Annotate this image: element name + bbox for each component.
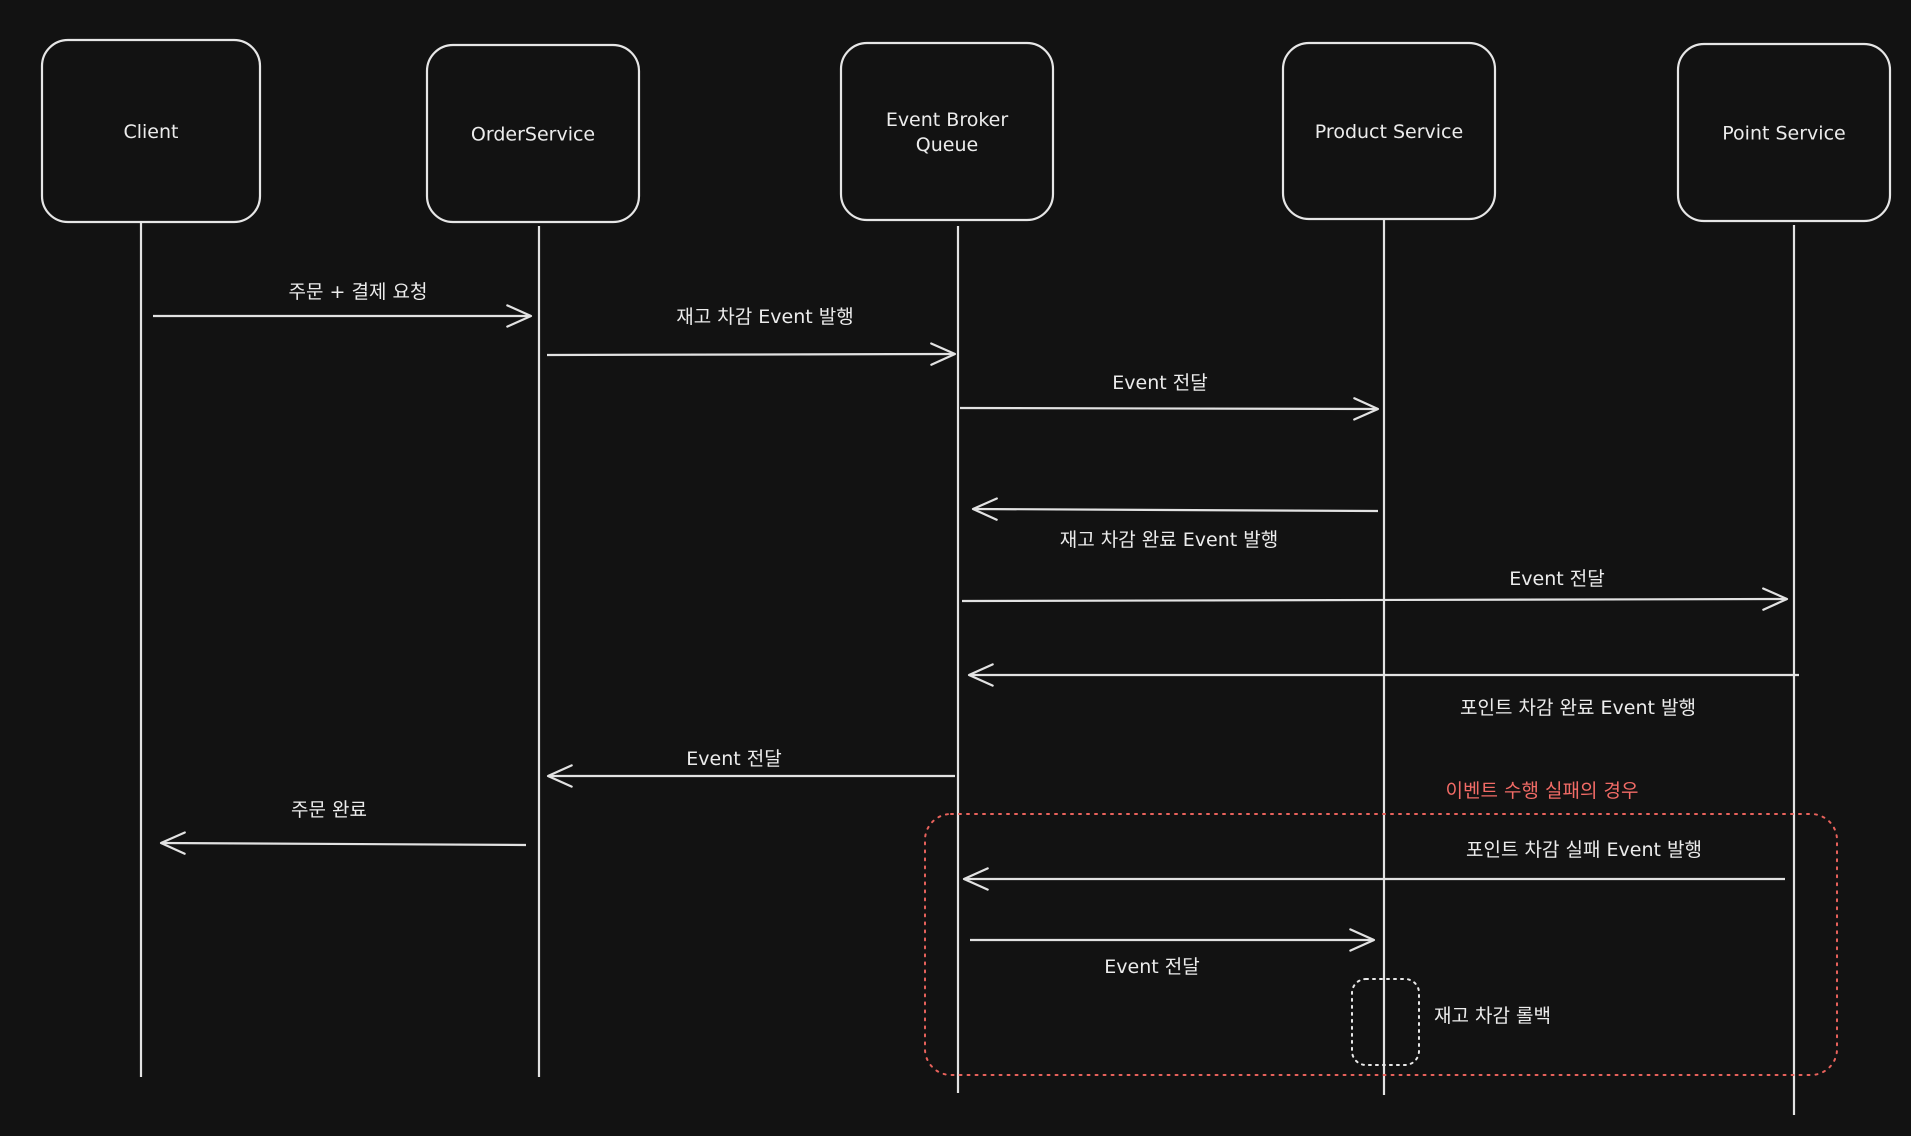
actor-order-label: OrderService <box>471 124 595 146</box>
actor-client-box[interactable] <box>40 38 262 224</box>
message-8-line <box>160 841 527 847</box>
message-8-label: 주문 완료 <box>291 799 367 821</box>
arrowhead-icon <box>159 831 186 855</box>
message-5-label: Event 전달 <box>1509 568 1604 590</box>
message-7-label: Event 전달 <box>686 748 781 770</box>
message-1-label: 주문 + 결제 요청 <box>289 281 428 303</box>
message-3-line <box>959 406 1379 411</box>
actor-client-label: Client <box>123 121 178 143</box>
rollback-note-label: 재고 차감 롤백 <box>1434 1005 1551 1027</box>
arrowhead-icon <box>930 342 957 366</box>
arrowhead-icon <box>1349 928 1376 952</box>
message-10-label: Event 전달 <box>1104 956 1199 978</box>
arrowhead-icon <box>546 764 573 788</box>
message-6[interactable]: 포인트 차감 완료 Event 발행 <box>967 663 1799 719</box>
message-10[interactable]: Event 전달 <box>970 928 1376 978</box>
arrowhead-icon <box>967 663 994 687</box>
message-9-label: 포인트 차감 실패 Event 발행 <box>1466 839 1702 861</box>
message-2-label: 재고 차감 Event 발행 <box>676 306 853 328</box>
message-5[interactable]: Event 전달 <box>961 568 1789 611</box>
actor-product-label: Product Service <box>1315 121 1463 143</box>
message-4-label: 재고 차감 완료 Event 발행 <box>1060 529 1278 551</box>
arrowhead-icon <box>1353 397 1380 421</box>
message-9[interactable]: 포인트 차감 실패 Event 발행 <box>962 839 1785 891</box>
actor-point-label: Point Service <box>1722 123 1845 145</box>
message-3-label: Event 전달 <box>1112 372 1207 394</box>
arrowhead-icon <box>1762 587 1789 611</box>
actor-point-box[interactable] <box>1676 42 1892 223</box>
message-6-label: 포인트 차감 완료 Event 발행 <box>1460 697 1696 719</box>
message-5-line <box>961 597 1788 603</box>
failure-frame-label: 이벤트 수행 실패의 경우 <box>1446 780 1639 802</box>
message-2-line <box>546 352 956 357</box>
message-2[interactable]: 재고 차감 Event 발행 <box>546 306 957 366</box>
message-1[interactable]: 주문 + 결제 요청 <box>153 281 533 328</box>
actor-order-box[interactable] <box>425 43 641 224</box>
message-4[interactable]: 재고 차감 완료 Event 발행 <box>971 497 1379 552</box>
arrowhead-icon <box>971 497 998 521</box>
arrowhead-icon <box>506 304 533 328</box>
rollback-activation-box <box>1351 978 1420 1066</box>
actor-broker-box[interactable] <box>839 41 1055 222</box>
message-8[interactable]: 주문 완료 <box>159 799 527 855</box>
message-4-line <box>972 507 1379 513</box>
message-3[interactable]: Event 전달 <box>959 372 1380 421</box>
actor-product-box[interactable] <box>1281 41 1497 221</box>
arrowhead-icon <box>962 867 989 891</box>
message-7[interactable]: Event 전달 <box>546 748 955 788</box>
